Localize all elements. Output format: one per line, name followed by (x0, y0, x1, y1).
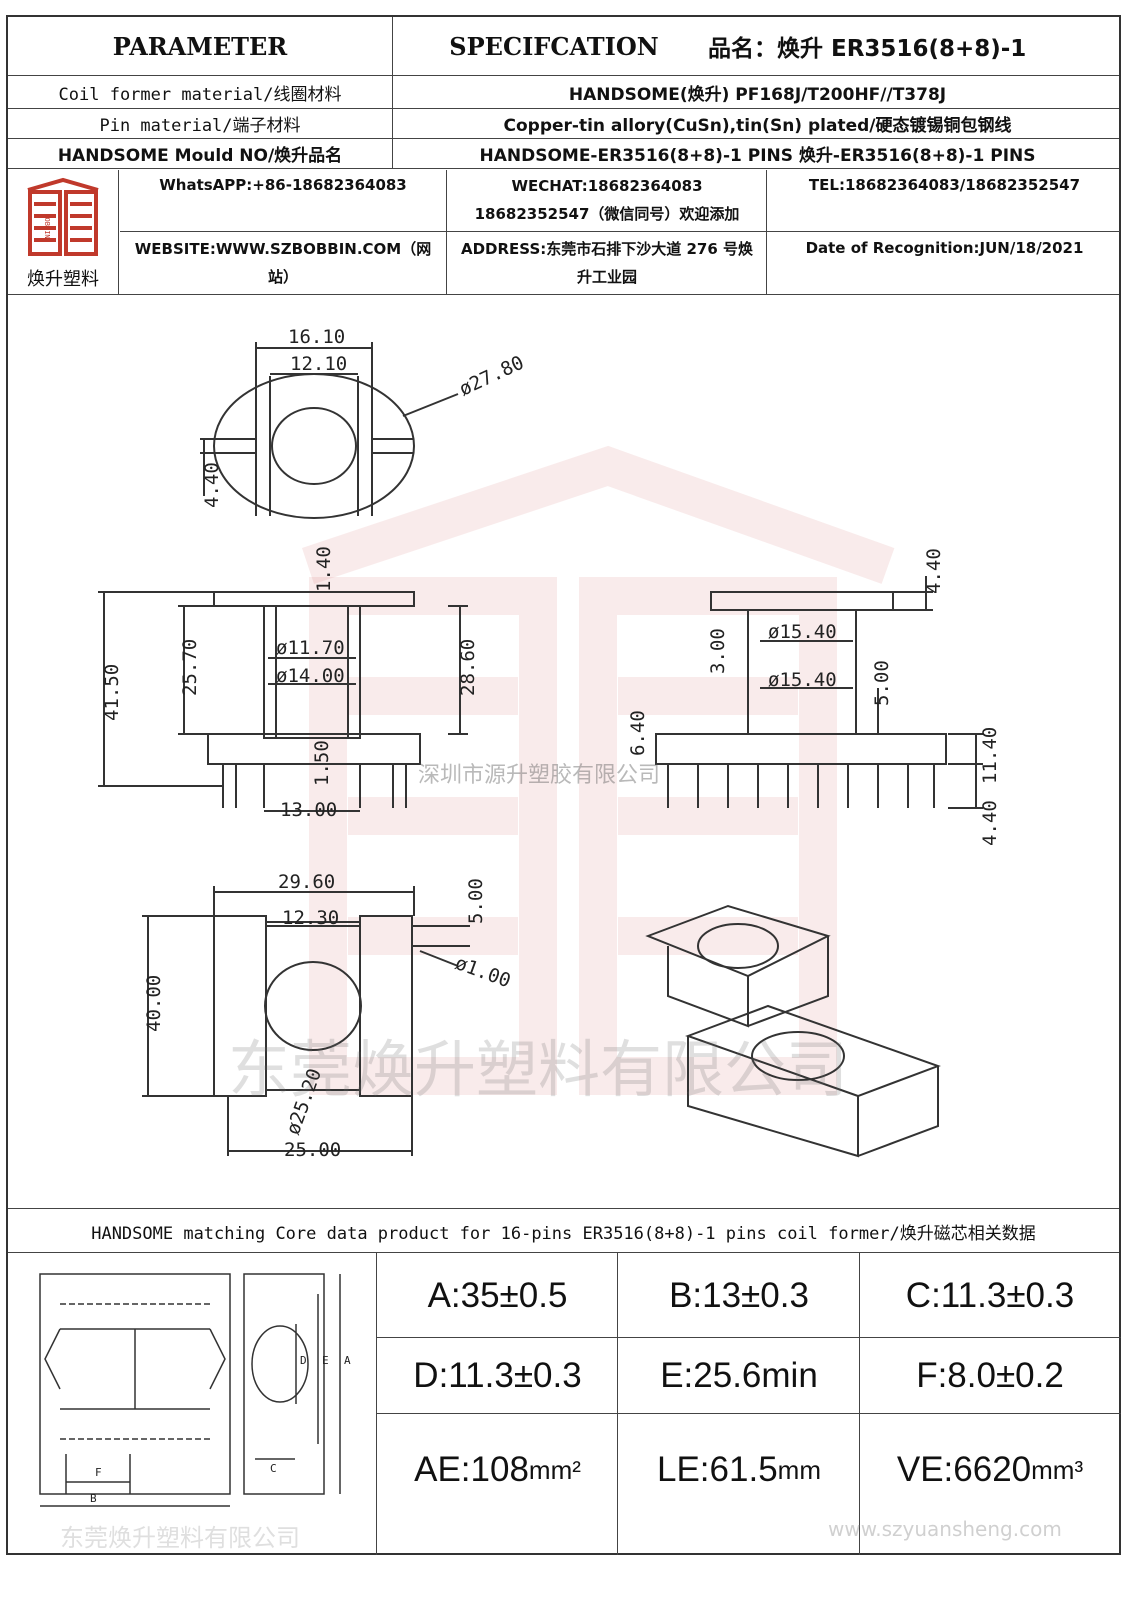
product-name: 品名：焕升 ER3516(8+8)-1 (708, 36, 1027, 62)
drawing-area: 16.10 12.10 ø27.80 4.40 1.40 41.50 25.70… (8, 296, 1119, 1208)
divider (8, 294, 1119, 295)
ve-value: VE:6620 (896, 1450, 1032, 1489)
dim-15-40-a: ø15.40 (768, 621, 837, 643)
divider (392, 17, 393, 168)
mould-no-value: HANDSOME-ER3516(8+8)-1 PINS 焕升-ER3516(8+… (479, 145, 1036, 166)
dim-28-60: 28.60 (457, 639, 479, 696)
dim-25-70: 25.70 (179, 639, 201, 696)
label-C: C (270, 1462, 277, 1475)
core-diagram: D E A F B C 东莞焕升塑料有限公司 (10, 1254, 376, 1554)
core-value-D: D:11.3±0.3 (413, 1356, 582, 1395)
svg-text:BOBBIN: BOBBIN (43, 213, 51, 238)
dim-11-70: ø11.70 (276, 637, 345, 659)
dim-6-40: 6.40 (627, 710, 649, 756)
dim-4-40-b: 4.40 (923, 548, 945, 594)
divider (859, 1252, 860, 1555)
label-F: F (95, 1466, 102, 1479)
dim-40-00: 40.00 (143, 975, 165, 1032)
watermark-small: 深圳市源升塑胶有限公司 (418, 763, 660, 788)
label-D: D (300, 1354, 307, 1367)
divider (446, 170, 447, 294)
ae-value: AE:108 (414, 1450, 529, 1489)
technical-drawing: 16.10 12.10 ø27.80 4.40 1.40 41.50 25.70… (98, 326, 1001, 1161)
label-B: B (90, 1492, 97, 1505)
divider (8, 75, 1119, 76)
dim-4-40-c: 4.40 (979, 800, 1001, 846)
dim-41-50: 41.50 (101, 664, 123, 721)
watermark-large: 东莞焕升塑料有限公司 (228, 1033, 848, 1106)
whatsapp: WhatsAPP:+86-18682364083 (159, 176, 407, 194)
dim-5-00-b: 5.00 (465, 878, 487, 924)
logo-icon: BOBBIN (27, 177, 99, 256)
dim-12-30: 12.30 (282, 907, 339, 929)
dim-11-40: 11.40 (979, 727, 1001, 784)
ve-unit: mm³ (1031, 1454, 1084, 1485)
parameter-header: PARAMETER (112, 31, 288, 61)
divider (8, 1252, 1119, 1253)
core-section-title: HANDSOME matching Core data product for … (91, 1223, 1036, 1244)
dim-27-80: ø27.80 (456, 352, 528, 401)
divider (8, 138, 1119, 139)
core-value-F: F:8.0±0.2 (916, 1356, 1064, 1395)
le-unit: mm (777, 1454, 821, 1485)
dim-4-40-a: 4.40 (201, 462, 223, 508)
pin-material-value: Copper-tin allory(CuSn),tin(Sn) plated/硬… (503, 115, 1012, 136)
core-diagram-svg: D E A F B C 东莞焕升塑料有限公司 (39, 1273, 351, 1552)
telephone: TEL:18682364083/18682352547 (808, 176, 1081, 194)
dim-5-00-a: 5.00 (871, 660, 893, 706)
dim-3-00: 3.00 (707, 628, 729, 674)
dim-16-10: 16.10 (288, 326, 345, 348)
divider (617, 1252, 618, 1555)
specification-header: SPECIFCATION (449, 31, 659, 61)
logo-watermark (301, 445, 895, 1095)
dim-12-10: 12.10 (290, 353, 347, 375)
core-watermark: 东莞焕升塑料有限公司 (60, 1524, 300, 1552)
logo-caption: 焕升塑料 (27, 269, 99, 290)
divider (8, 1208, 1119, 1209)
label-E: E (322, 1354, 329, 1367)
wechat-line-2: 18682352547（微信同号）欢迎添加 (474, 205, 740, 223)
core-value-E: E:25.6min (660, 1356, 818, 1395)
divider (8, 108, 1119, 109)
dim-1-40: 1.40 (313, 546, 335, 592)
dim-29-60: 29.60 (278, 871, 335, 893)
dim-15-40-b: ø15.40 (768, 669, 837, 691)
mould-no-label: HANDSOME Mould NO/焕升品名 (57, 145, 343, 166)
wechat: WECHAT:18682364083 18682352547（微信同号）欢迎添加 (448, 170, 766, 230)
core-value-B: B:13±0.3 (669, 1275, 809, 1315)
pin-material-label: Pin material/端子材料 (99, 115, 301, 136)
dim-25-00: 25.00 (284, 1139, 341, 1161)
coil-material-label: Coil former material/线圈材料 (58, 84, 342, 105)
wechat-line-1: WECHAT:18682364083 (511, 177, 703, 195)
label-A: A (344, 1354, 351, 1367)
divider (376, 1413, 1121, 1414)
website: WEBSITE:WWW.SZBOBBIN.COM（网站） (134, 240, 432, 286)
core-value-A: A:35±0.5 (427, 1275, 568, 1315)
core-value-C: C:11.3±0.3 (905, 1275, 1075, 1315)
divider (376, 1337, 1121, 1338)
company-logo: BOBBIN 焕升塑料 (8, 170, 118, 294)
recognition-date: Date of Recognition:JUN/18/2021 (805, 239, 1084, 257)
le-value: LE:61.5 (657, 1450, 778, 1489)
dim-14-00: ø14.00 (276, 665, 345, 687)
divider (120, 231, 1120, 232)
divider (8, 168, 1119, 169)
divider (766, 170, 767, 294)
spec-sheet: PARAMETER SPECIFCATION 品名：焕升 ER3516(8+8)… (6, 15, 1121, 1555)
address: ADDRESS:东莞市石排下沙大道 276 号焕升工业园 (461, 240, 753, 286)
dim-1-00: ø1.00 (452, 952, 513, 992)
dim-13-00: 13.00 (280, 799, 337, 821)
coil-material-value: HANDSOME(焕升) PF168J/T200HF//T378J (568, 84, 947, 105)
divider (118, 170, 119, 294)
dim-1-50: 1.50 (311, 740, 333, 786)
ae-unit: mm² (528, 1454, 581, 1485)
divider (376, 1252, 377, 1555)
